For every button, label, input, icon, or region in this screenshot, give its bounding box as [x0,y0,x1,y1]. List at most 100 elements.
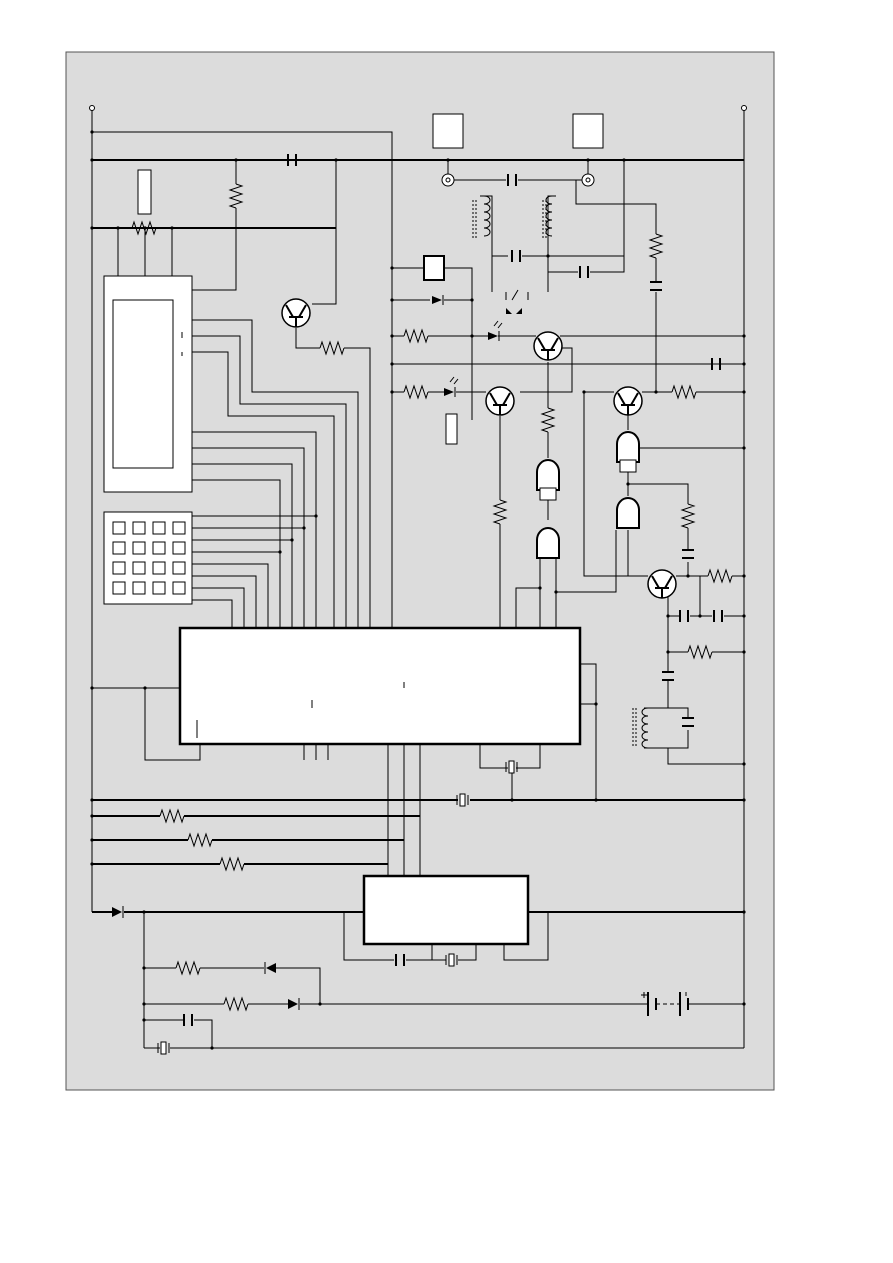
keypad-key [172,541,186,555]
junction-dot [142,1018,146,1022]
blocks [103,113,604,946]
junction-dot [390,362,394,366]
junction-dot [314,514,318,518]
battery [641,992,689,1016]
junction-dot [142,1002,146,1006]
logic-gate [616,497,640,529]
junction-dot [666,650,670,654]
junction-dot [278,550,282,554]
junction-dot [538,586,542,590]
junction-dot [742,334,746,338]
junction-dot [586,158,590,162]
main-ic [178,626,582,746]
junction-dot [142,966,146,970]
junction-dot [594,798,598,802]
gate-output-block [619,459,637,473]
junction-dot [170,226,174,230]
junction-dot [390,334,394,338]
junction-dot [90,798,94,802]
transistor [281,298,311,328]
junction-dot [554,590,558,594]
keypad-key [112,581,126,595]
junction-dot [742,574,746,578]
keypad-key [152,561,166,575]
junction-dot [334,158,338,162]
junction-dot [318,1002,322,1006]
junction-dot [90,130,94,134]
display-screen [112,299,174,469]
junction-dot [290,538,294,542]
junction-dot [302,526,306,530]
junction-dot [90,226,94,230]
junction-dots [90,130,746,1050]
junction-dot [390,266,394,270]
resistors [131,183,733,1012]
junction-dot [626,482,630,486]
junction-dot [742,362,746,366]
output-connector-left [432,113,464,149]
junction-dot [546,254,550,258]
junction-dot [90,862,94,866]
secondary-ic [362,874,530,946]
keypad-key [172,561,186,575]
wires [91,108,745,1049]
junction-dot [742,798,746,802]
keypad-key [112,521,126,535]
junction-dot [686,574,690,578]
junction-dot [142,910,146,914]
transistors [281,298,677,599]
crystals [157,760,518,1055]
junction-dot [90,686,94,690]
junction-dot [594,702,598,706]
junction-dot [470,334,474,338]
keypad-key [132,521,146,535]
junction-dot [390,298,394,302]
transformer-coils [472,195,649,749]
junction-dot [742,762,746,766]
transistor [533,331,563,361]
junction-dot [90,838,94,842]
junction-dot [143,226,147,230]
junction-dot [143,686,147,690]
transistor [647,569,677,599]
gate-output-block [539,487,557,501]
junction-dot [654,390,658,394]
trimmer-block [137,169,152,215]
junction-dot [470,298,474,302]
junction-dot [622,158,626,162]
junction-dot [116,226,120,230]
keypad-key [132,541,146,555]
junction-dot [742,614,746,618]
junction-dot [742,650,746,654]
junction-dot [742,910,746,914]
junction-dot [90,158,94,162]
junction-dot [234,158,238,162]
transistor [613,386,643,416]
junction-dot [210,1046,214,1050]
junction-dot [666,614,670,618]
relay-block [423,255,445,281]
junction-dot [582,390,586,394]
diodes [112,289,529,1010]
junction-dot [742,1002,746,1006]
keypad-keys [112,521,186,595]
capacitors [183,154,723,1026]
keypad-key [172,581,186,595]
keypad-key [112,561,126,575]
transistor [485,386,515,416]
junction-dot [90,814,94,818]
output-connector-right [572,113,604,149]
keypad-key [132,561,146,575]
keypad-key [152,521,166,535]
keypad-key [112,541,126,555]
logic-gates [536,431,640,559]
junction-dot [742,390,746,394]
logic-gate [536,527,560,559]
sensor-block [445,413,458,445]
logic-gate [536,459,560,491]
junction-dot [698,614,702,618]
junction-dot [510,798,514,802]
keypad-key [152,541,166,555]
keypad-key [132,581,146,595]
keypad-key [152,581,166,595]
